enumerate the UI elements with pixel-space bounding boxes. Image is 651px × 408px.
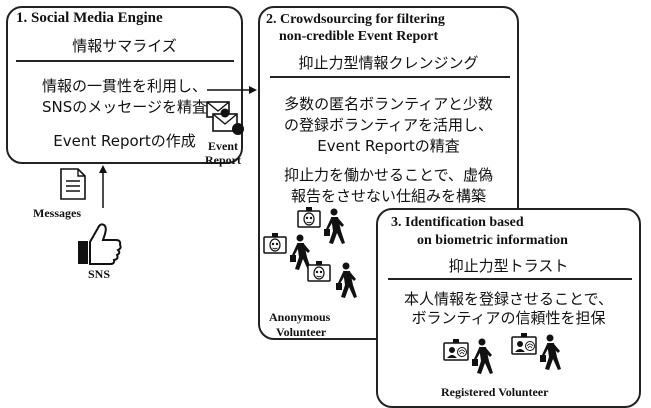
box2-subtitle: 抑止力型情報クレンジング [298,54,479,72]
box1-subtitle: 情報サマライズ [72,37,177,55]
event-report-label-1: Event [208,139,238,153]
anonymous-volunteer-group-icon [263,206,357,298]
box2-line4: 抑止力を働かせることで、虚偽 [284,166,493,184]
registered-volunteer-label: Registered Volunteer [441,385,549,399]
social-media-engine-box [6,6,243,164]
anonymous-volunteer-label-2: Volunteer [276,325,327,339]
box1-title: 1. Social Media Engine [16,10,163,26]
anonymous-volunteer-label-1: Anonymous [269,310,331,324]
sns-label: SNS [88,267,111,281]
box1-line1: 情報の一貫性を利用し、 [41,77,207,95]
box2-divider [270,76,510,78]
box3-divider [388,278,632,280]
thumbs-up-icon [78,223,122,265]
box2-title-line2: non-credible Event Report [279,29,439,44]
registered-volunteer-group-icon [443,332,561,374]
event-report-label-2: Report [205,153,241,167]
identification-box [376,208,641,408]
box2-line3: Event Reportの精査 [317,137,460,155]
messages-label: Messages [33,206,81,220]
box3-title-line1: 3. Identification based [391,215,524,230]
box3-title-line2: on biometric information [417,233,568,248]
mail-icon [206,101,244,135]
box1-divider [16,60,234,62]
box2-line1: 多数の匿名ボランティアと少数 [284,95,493,113]
box1-line2: SNSのメッセージを精査 [42,98,207,116]
box2-line2: の登録ボランティアを活用し、 [283,116,494,134]
box3-line2: ボランティアの信頼性を担保 [411,309,606,327]
box3-subtitle: 抑止力型トラスト [448,257,569,275]
document-icon [60,168,86,200]
box2-line5: 報告をさせない仕組みを構築 [290,187,486,205]
box3-line1: 本人情報を登録させることで、 [404,290,613,308]
box1-line3: Event Reportの作成 [53,132,196,150]
box2-title-line1: 2. Crowdsourcing for filtering [266,12,445,27]
